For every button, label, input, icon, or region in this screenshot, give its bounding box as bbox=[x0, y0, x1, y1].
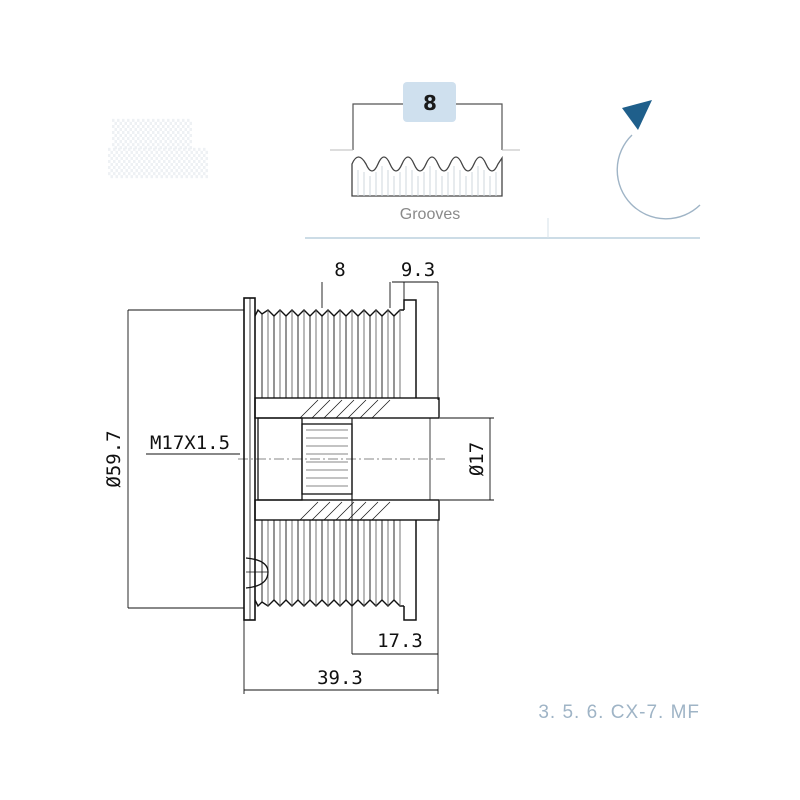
rotation-arrow-icon bbox=[616, 100, 701, 220]
total-length-dimension: 39.3 bbox=[317, 667, 363, 689]
dimension-lines bbox=[127, 281, 494, 694]
watermark: ▒▒▒▒ bbox=[112, 118, 192, 150]
outer-diameter-dimension: Ø59.7 bbox=[103, 430, 125, 487]
hub-length-dimension: 17.3 bbox=[377, 630, 423, 652]
groove-pitch-dimension: 8 bbox=[334, 259, 345, 281]
thread-size-dimension: M17X1.5 bbox=[150, 432, 230, 454]
grooves-caption: Grooves bbox=[400, 206, 460, 223]
pulley-section-view bbox=[238, 297, 445, 621]
watermark: ▒▒▒▒▒ bbox=[108, 147, 208, 179]
groove-profile-icon bbox=[351, 155, 503, 197]
groove-count-badge bbox=[403, 82, 456, 122]
groove-count-badge-value: 8 bbox=[423, 91, 437, 115]
flange-width-dimension: 9.3 bbox=[401, 259, 435, 281]
model-label: 3. 5. 6. CX-7. MF bbox=[538, 702, 700, 723]
bore-diameter-dimension: Ø17 bbox=[466, 442, 488, 476]
groove-banner: ▒▒▒▒ ▒▒▒▒▒ 8 bbox=[108, 82, 701, 239]
